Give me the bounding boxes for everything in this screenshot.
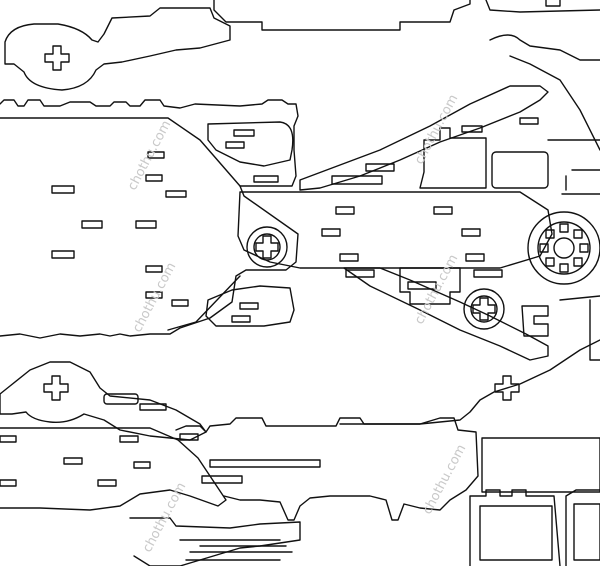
right-lower-bracket xyxy=(521,305,549,337)
slot xyxy=(331,175,383,185)
left-upper-cutout xyxy=(207,121,294,167)
slot xyxy=(209,459,321,468)
slot xyxy=(339,253,359,262)
top-right-part xyxy=(485,0,600,13)
slot xyxy=(239,302,259,310)
right-upper-frame xyxy=(489,34,600,151)
bottom-right-box-1-inner xyxy=(479,505,553,561)
slot xyxy=(225,141,245,149)
central-plate xyxy=(237,191,553,269)
slot xyxy=(233,129,255,137)
bottom-left-plate xyxy=(0,427,227,511)
slot xyxy=(201,475,243,484)
top-center-part xyxy=(213,0,471,31)
slot xyxy=(0,479,17,487)
lower-center-box xyxy=(399,267,461,305)
slot xyxy=(461,125,483,133)
slot xyxy=(0,435,17,443)
upper-diagonal-arm xyxy=(299,85,549,191)
slot xyxy=(97,479,117,487)
slot xyxy=(179,433,199,441)
slot xyxy=(365,163,395,172)
screw-hole-icon xyxy=(463,288,505,330)
slot xyxy=(139,403,167,411)
slot xyxy=(63,457,83,465)
plus-hole-icon xyxy=(494,375,520,401)
upper-right-part xyxy=(419,127,487,189)
slot xyxy=(133,461,151,469)
lower-left-rounded-part xyxy=(0,361,207,441)
slot xyxy=(335,206,355,215)
left-chassis-plate xyxy=(0,99,299,339)
bottom-right-box-2-inner xyxy=(573,503,600,561)
slot xyxy=(119,435,139,443)
slot xyxy=(345,269,375,278)
right-gear-frame xyxy=(559,169,600,361)
slot xyxy=(519,117,539,125)
bottom-right-box-2 xyxy=(565,489,600,566)
slot xyxy=(433,206,453,215)
bottom-center-rect xyxy=(481,437,600,493)
slot xyxy=(407,281,437,290)
slot xyxy=(465,253,485,262)
left-lower-cutout xyxy=(205,285,295,327)
bottom-right-box-1 xyxy=(469,489,561,566)
slot xyxy=(473,269,503,278)
left-plate-slots xyxy=(51,151,189,307)
lower-diagonal-arm xyxy=(343,267,549,361)
slot xyxy=(253,175,279,183)
screw-hole-icon xyxy=(246,226,288,268)
top-right-tab xyxy=(545,0,561,7)
top-left-rounded-part xyxy=(4,7,231,91)
left-chassis-inner-edge xyxy=(0,117,241,331)
plus-hole-icon xyxy=(43,375,69,401)
slot xyxy=(231,315,251,323)
slot xyxy=(103,393,139,405)
plus-hole-icon xyxy=(44,45,70,71)
cog-icon xyxy=(527,211,600,285)
bottom-center-plate xyxy=(175,417,479,521)
bottom-left-strip xyxy=(129,517,301,566)
slot xyxy=(461,228,481,237)
slot xyxy=(321,228,341,237)
right-side-shape xyxy=(339,339,600,425)
slot xyxy=(491,151,549,189)
